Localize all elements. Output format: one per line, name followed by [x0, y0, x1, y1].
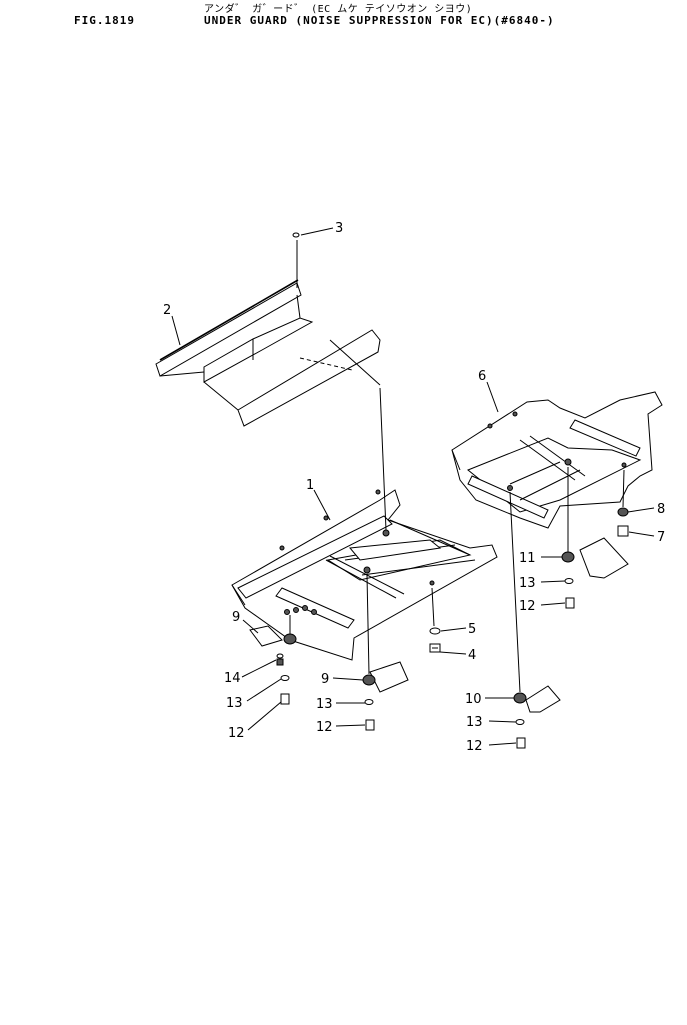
leader-lines [171, 227, 655, 746]
figure-number: FIG.1819 [74, 14, 135, 27]
callout-14: 14 [224, 671, 241, 686]
callout-2: 2 [163, 303, 171, 318]
callout-9-left: 9 [232, 610, 240, 625]
callout-10: 10 [465, 692, 482, 707]
callout-9-center: 9 [321, 672, 329, 687]
callout-7: 7 [657, 530, 665, 545]
callout-1: 1 [306, 478, 314, 493]
fasteners [276, 232, 629, 749]
callout-12-upper-right: 12 [519, 599, 536, 614]
callout-13-center: 13 [316, 697, 333, 712]
callout-4: 4 [468, 648, 476, 663]
callout-6: 6 [478, 369, 486, 384]
plates [249, 537, 629, 713]
callout-12-right: 12 [466, 739, 483, 754]
callout-13-left: 13 [226, 696, 243, 711]
assembly-lines [289, 240, 625, 693]
part-1-under-guard [231, 489, 498, 661]
figure-title: UNDER GUARD (NOISE SUPPRESSION FOR EC)(#… [204, 14, 555, 27]
callout-13-right: 13 [466, 715, 483, 730]
callout-3: 3 [335, 221, 343, 236]
callout-11: 11 [519, 551, 536, 566]
callout-13-upper-right: 13 [519, 576, 536, 591]
callout-12-left: 12 [228, 726, 245, 741]
figure-title-kana: アンダ゛ ガ゛ード゛ (EC ムケ テイソウオン シヨウ) [204, 4, 473, 15]
callout-8: 8 [657, 502, 665, 517]
part-2-cover [155, 279, 381, 427]
callout-12-center: 12 [316, 720, 333, 735]
callout-labels: 1 2 3 4 5 6 7 8 9 9 10 11 12 12 12 12 13… [163, 221, 665, 754]
part-6-under-guard-right [451, 391, 663, 529]
callout-5: 5 [468, 622, 476, 637]
